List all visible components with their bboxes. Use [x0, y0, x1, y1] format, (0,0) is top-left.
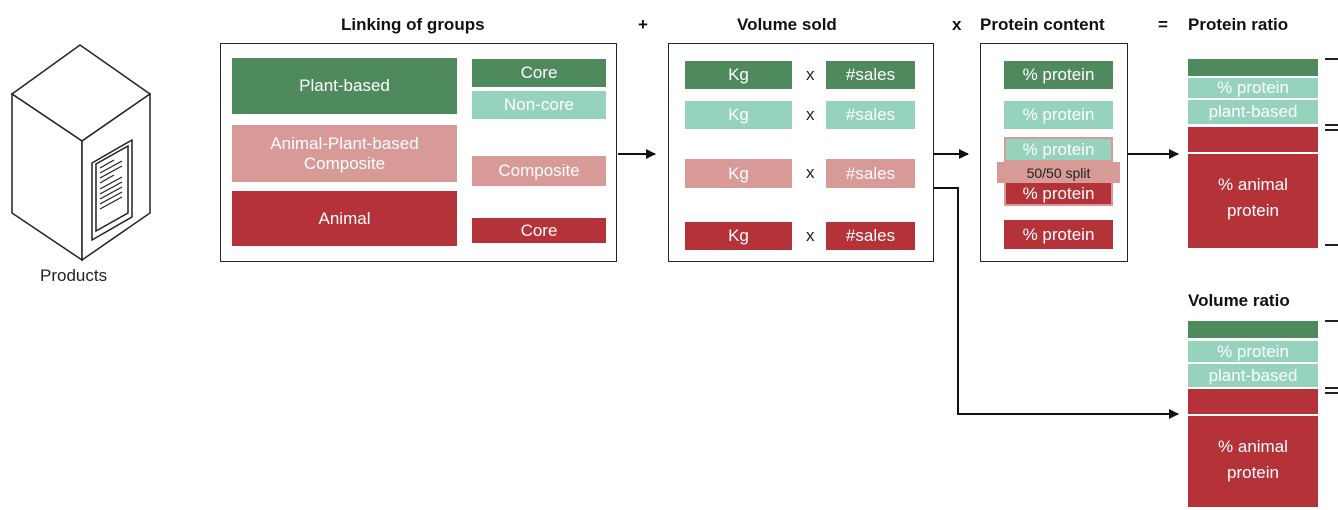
- plant-based-group: Plant-based: [232, 58, 457, 114]
- equals-operator: =: [1158, 15, 1168, 34]
- plant-core-segment: [1188, 59, 1318, 76]
- core-animal-tag: Core: [472, 218, 606, 243]
- kg-box: Kg: [685, 101, 792, 129]
- animal-plant-composite-group: Animal-Plant-based Composite: [232, 125, 457, 182]
- times-operator: x: [952, 15, 962, 34]
- times-sign: x: [806, 226, 815, 245]
- sales-box: #sales: [826, 159, 915, 188]
- animal-composite-segment: [1188, 389, 1318, 414]
- sales-box: #sales: [826, 222, 915, 250]
- sales-box: #sales: [826, 61, 915, 89]
- animal-label-line1: % animal: [1218, 437, 1288, 456]
- protein-box-plant-half: % protein: [1004, 137, 1113, 162]
- protein-ratio-bar: % protein plant-based % animal protein: [1188, 59, 1318, 248]
- times-sign: x: [806, 65, 815, 84]
- volume-ratio-bar: % protein plant-based % animal protein: [1188, 321, 1318, 510]
- kg-box: Kg: [685, 222, 792, 250]
- times-sign: x: [806, 163, 815, 182]
- non-core-tag: Non-core: [472, 91, 606, 119]
- ratio-tick-equal-lower: [1325, 129, 1338, 131]
- times-sign: x: [806, 105, 815, 124]
- ratio-tick-bottom: [1325, 244, 1338, 246]
- ratio-tick-equal-upper: [1325, 387, 1338, 389]
- animal-protein-segment: % animal protein: [1188, 154, 1318, 248]
- kg-box: Kg: [685, 159, 792, 188]
- ratio-tick-equal-lower: [1325, 392, 1338, 394]
- header-volume-sold: Volume sold: [737, 15, 837, 34]
- ratio-tick-equal-upper: [1325, 124, 1338, 126]
- plant-label-line1: % protein: [1188, 341, 1318, 362]
- animal-label-line2: protein: [1227, 462, 1279, 482]
- plant-core-segment: [1188, 321, 1318, 338]
- products-label: Products: [40, 266, 108, 285]
- ratio-tick-top: [1325, 58, 1338, 60]
- animal-protein-segment: % animal protein: [1188, 416, 1318, 507]
- fifty-fifty-split-label: 50/50 split: [997, 162, 1120, 183]
- protein-box-animal-half: % protein: [1004, 181, 1113, 206]
- header-linking-of-groups: Linking of groups: [341, 15, 485, 34]
- ratio-tick-top: [1325, 320, 1338, 322]
- core-plant-tag: Core: [472, 59, 606, 87]
- plus-operator: +: [638, 15, 648, 34]
- animal-group: Animal: [232, 191, 457, 246]
- kg-box: Kg: [685, 61, 792, 89]
- composite-tag: Composite: [472, 156, 606, 186]
- header-protein-content: Protein content: [980, 15, 1105, 34]
- plant-label-line1: % protein: [1188, 78, 1318, 98]
- protein-box: % protein: [1004, 101, 1113, 129]
- animal-composite-segment: [1188, 127, 1318, 152]
- header-volume-ratio: Volume ratio: [1188, 291, 1290, 310]
- plant-label-line2: plant-based: [1188, 364, 1318, 387]
- header-protein-ratio: Protein ratio: [1188, 15, 1289, 34]
- sales-box: #sales: [826, 101, 915, 129]
- protein-box: % protein: [1004, 61, 1113, 89]
- plant-label-line2: plant-based: [1188, 100, 1318, 124]
- server-icon: [10, 44, 152, 262]
- protein-box: % protein: [1004, 220, 1113, 249]
- animal-label-line1: % animal: [1218, 175, 1288, 194]
- animal-label-line2: protein: [1227, 200, 1279, 220]
